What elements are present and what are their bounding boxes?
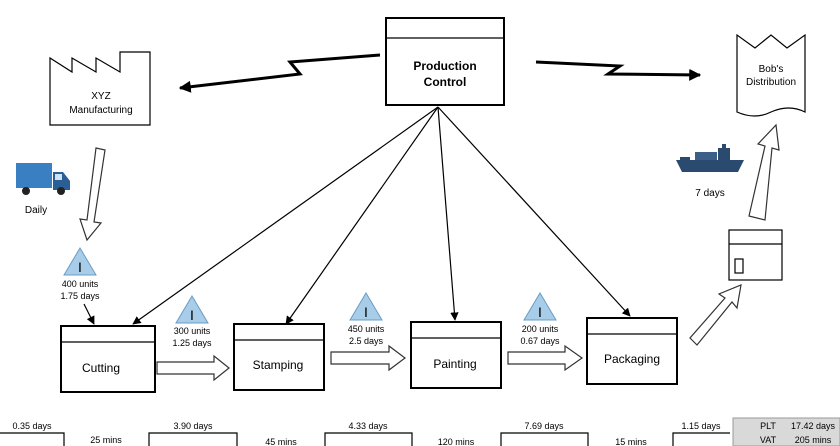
customer-label-line1: Bob's [759, 64, 784, 75]
shipping-dock [728, 229, 783, 281]
inventory-symbol: I [538, 304, 542, 320]
truck-label: Daily [25, 205, 47, 216]
truck-icon [16, 163, 70, 195]
inventory-units: 450 units [348, 324, 385, 334]
production-control: Production Control [385, 17, 505, 106]
supplier-label-line2: Manufacturing [69, 105, 132, 116]
process-stamping: Stamping [233, 323, 325, 391]
inventory-days: 1.25 days [172, 338, 212, 348]
process-painting: Painting [410, 321, 502, 389]
schedule-line-stamping [285, 106, 439, 325]
inventory-symbol: I [78, 259, 82, 275]
inventory-symbol: I [190, 307, 194, 323]
supplier-factory: XYZ Manufacturing [49, 51, 151, 126]
inventory-symbol: I [364, 304, 368, 320]
inventory-days: 1.75 days [60, 291, 100, 301]
plt-label: PLT [760, 421, 776, 431]
timeline-ladder [0, 432, 730, 446]
push-arrow-to-dock [689, 284, 742, 346]
process-cutting: Cutting [60, 325, 156, 393]
plt-value: 17.42 days [791, 421, 836, 431]
push-arrow-2 [330, 344, 406, 372]
wait-time-5: 1.15 days [681, 421, 721, 431]
process-name: Packaging [604, 352, 660, 366]
inventory-1: I 400 units 1.75 days [60, 247, 100, 301]
info-flow-to-customer [535, 60, 702, 81]
wait-time-1: 0.35 days [12, 421, 52, 431]
inventory-units: 400 units [62, 279, 99, 289]
production-control-label-line1: Production [413, 59, 476, 73]
supplier-label-line1: XYZ [91, 91, 110, 102]
push-arrow-supplier [79, 147, 106, 242]
inventory-days: 2.5 days [349, 336, 384, 346]
wait-time-4: 7.69 days [524, 421, 564, 431]
inventory-to-cutting-line [83, 303, 95, 325]
lead-time-summary: PLT 17.42 days VAT 205 mins [732, 417, 840, 446]
process-packaging: Packaging [586, 317, 678, 385]
info-flow-to-supplier [178, 53, 381, 93]
inventory-days: 0.67 days [520, 336, 560, 346]
push-arrow-3 [507, 344, 584, 372]
inventory-units: 300 units [174, 326, 211, 336]
process-time-4: 15 mins [615, 437, 647, 446]
inventory-3: I 450 units 2.5 days [348, 292, 385, 346]
wait-time-2: 3.90 days [173, 421, 213, 431]
vat-value: 205 mins [795, 435, 832, 445]
ship-icon [676, 144, 744, 172]
process-name: Stamping [253, 358, 304, 372]
process-time-3: 120 mins [438, 437, 475, 446]
process-name: Cutting [82, 361, 120, 375]
vat-label: VAT [760, 435, 777, 445]
process-time-2: 45 mins [265, 437, 297, 446]
schedule-line-cutting [132, 106, 439, 325]
customer-distribution: Bob's Distribution [736, 33, 806, 117]
schedule-line-packaging [437, 106, 631, 317]
ship-label: 7 days [695, 188, 724, 199]
inventory-2: I 300 units 1.25 days [172, 295, 212, 348]
push-arrow-1 [156, 354, 230, 382]
push-arrow-to-customer [748, 123, 780, 221]
process-name: Painting [433, 357, 476, 371]
schedule-line-painting [437, 106, 459, 321]
process-time-1: 25 mins [90, 435, 122, 445]
customer-label-line2: Distribution [746, 77, 796, 88]
inventory-units: 200 units [522, 324, 559, 334]
wait-time-3: 4.33 days [348, 421, 388, 431]
inventory-4: I 200 units 0.67 days [520, 292, 560, 346]
production-control-label-line2: Control [424, 75, 467, 89]
